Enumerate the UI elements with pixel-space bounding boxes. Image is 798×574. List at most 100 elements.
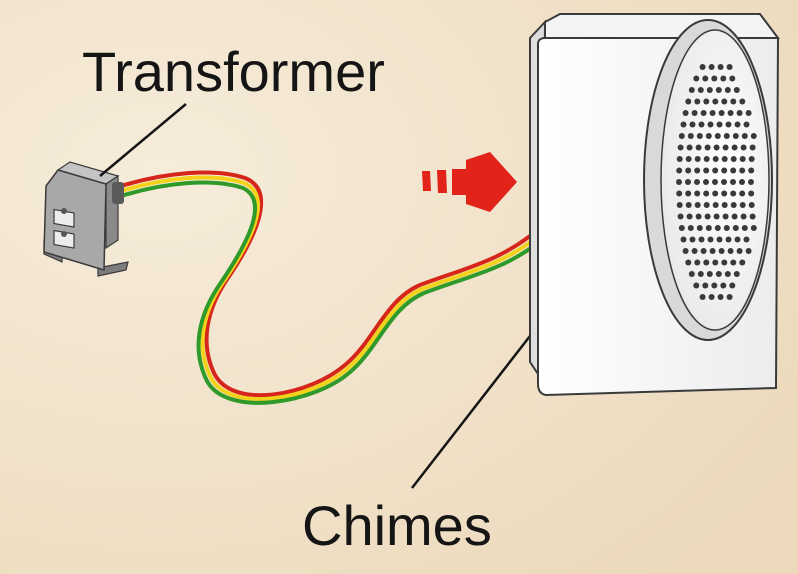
grille-hole: [677, 213, 684, 220]
grille-hole: [686, 213, 693, 220]
grille-hole: [714, 225, 721, 231]
grille-hole: [739, 98, 746, 105]
grille-hole: [721, 179, 727, 185]
grille-hole: [688, 87, 695, 93]
grille-hole: [739, 167, 746, 174]
grille-hole: [704, 213, 711, 220]
grille-hole: [720, 282, 727, 289]
grille-hole: [711, 75, 718, 82]
grille-hole: [749, 213, 756, 220]
grille-hole: [700, 248, 707, 254]
grille-hole: [687, 133, 694, 139]
arrow-head: [452, 152, 517, 212]
grille-hole: [709, 248, 716, 254]
grille-hole: [739, 202, 746, 208]
grille-hole: [734, 121, 741, 128]
grille-hole: [733, 271, 740, 277]
grille-hole: [725, 121, 732, 128]
grille-hole: [676, 167, 683, 174]
grille-hole: [739, 156, 746, 162]
arrow-dash-1: [422, 171, 431, 191]
grille-hole: [700, 110, 707, 116]
grille-hole: [693, 75, 700, 82]
grille-hole: [721, 156, 728, 162]
grille-hole: [716, 236, 723, 243]
grille-hole: [748, 167, 755, 174]
grille-hole: [750, 133, 757, 139]
grille-hole: [703, 190, 710, 197]
grille-hole: [730, 167, 737, 174]
grille-hole: [739, 259, 746, 266]
grille-hole: [676, 179, 682, 185]
grille-hole: [698, 236, 705, 243]
direction-arrow-icon: [422, 152, 517, 212]
grille-hole: [727, 248, 734, 254]
chime-box-top: [544, 13, 780, 39]
grille-hole: [721, 202, 728, 208]
grille-hole: [676, 190, 683, 197]
grille-hole: [685, 156, 692, 162]
grille-hole: [748, 202, 755, 208]
grille-hole: [704, 144, 711, 151]
wire-yellow: [116, 175, 543, 402]
grille-hole: [706, 87, 713, 93]
grille-hole: [730, 259, 737, 266]
grille-hole: [717, 64, 724, 70]
grille-hole: [725, 236, 732, 243]
grille-hole: [696, 225, 703, 231]
grille-hole: [678, 133, 685, 139]
grille-hole: [687, 225, 694, 231]
grille-hole: [732, 133, 739, 139]
grille-hole: [694, 167, 701, 174]
grille-hole: [729, 75, 736, 82]
transformer-front-face: [43, 169, 107, 272]
grille-hole: [707, 121, 714, 128]
grille-hole: [748, 156, 755, 162]
grille-hole: [740, 213, 747, 220]
grille-hole: [731, 144, 738, 151]
grille-hole: [721, 98, 728, 105]
grille-hole: [685, 98, 692, 105]
grille-hole: [715, 87, 722, 93]
grille-hole: [707, 236, 714, 243]
grille-hole: [730, 190, 737, 197]
grille-hole: [741, 225, 748, 231]
grille-hole: [730, 98, 737, 105]
grille-hole: [699, 294, 706, 300]
grille-hole: [694, 259, 701, 266]
grille-dots: [676, 64, 757, 300]
grille-hole: [731, 213, 738, 220]
grille-hole: [711, 282, 718, 289]
grille-hole: [715, 271, 722, 277]
grille-hole: [703, 156, 710, 162]
grille-hole: [685, 190, 692, 197]
grille-hole: [694, 179, 700, 185]
grille-hole: [718, 248, 725, 254]
grille-hole: [739, 190, 746, 197]
grille-hole: [696, 133, 703, 139]
grille-hole: [712, 259, 719, 266]
wire-bundle: [116, 170, 544, 405]
grille-hole: [697, 87, 704, 93]
grille-hole: [702, 75, 709, 82]
grille-hole: [734, 236, 741, 243]
grille-hole: [676, 202, 683, 208]
grille-hole: [694, 98, 701, 105]
grille-hole: [721, 167, 728, 174]
grille-hole: [680, 236, 687, 243]
grille-hole: [745, 110, 752, 116]
transformer-wire-sleeve: [112, 182, 124, 204]
grille-hole: [720, 75, 727, 82]
grille-hole: [748, 179, 754, 185]
grille-hole: [748, 190, 755, 197]
grille-hole: [682, 110, 689, 116]
grille-hole: [694, 156, 701, 162]
grille-hole: [703, 202, 710, 208]
grille-hole: [706, 271, 713, 277]
grille-hole: [730, 156, 737, 162]
grille-hole: [702, 282, 709, 289]
grille-hole: [712, 190, 719, 197]
grille-hole: [741, 133, 748, 139]
grille-hole: [743, 121, 750, 128]
